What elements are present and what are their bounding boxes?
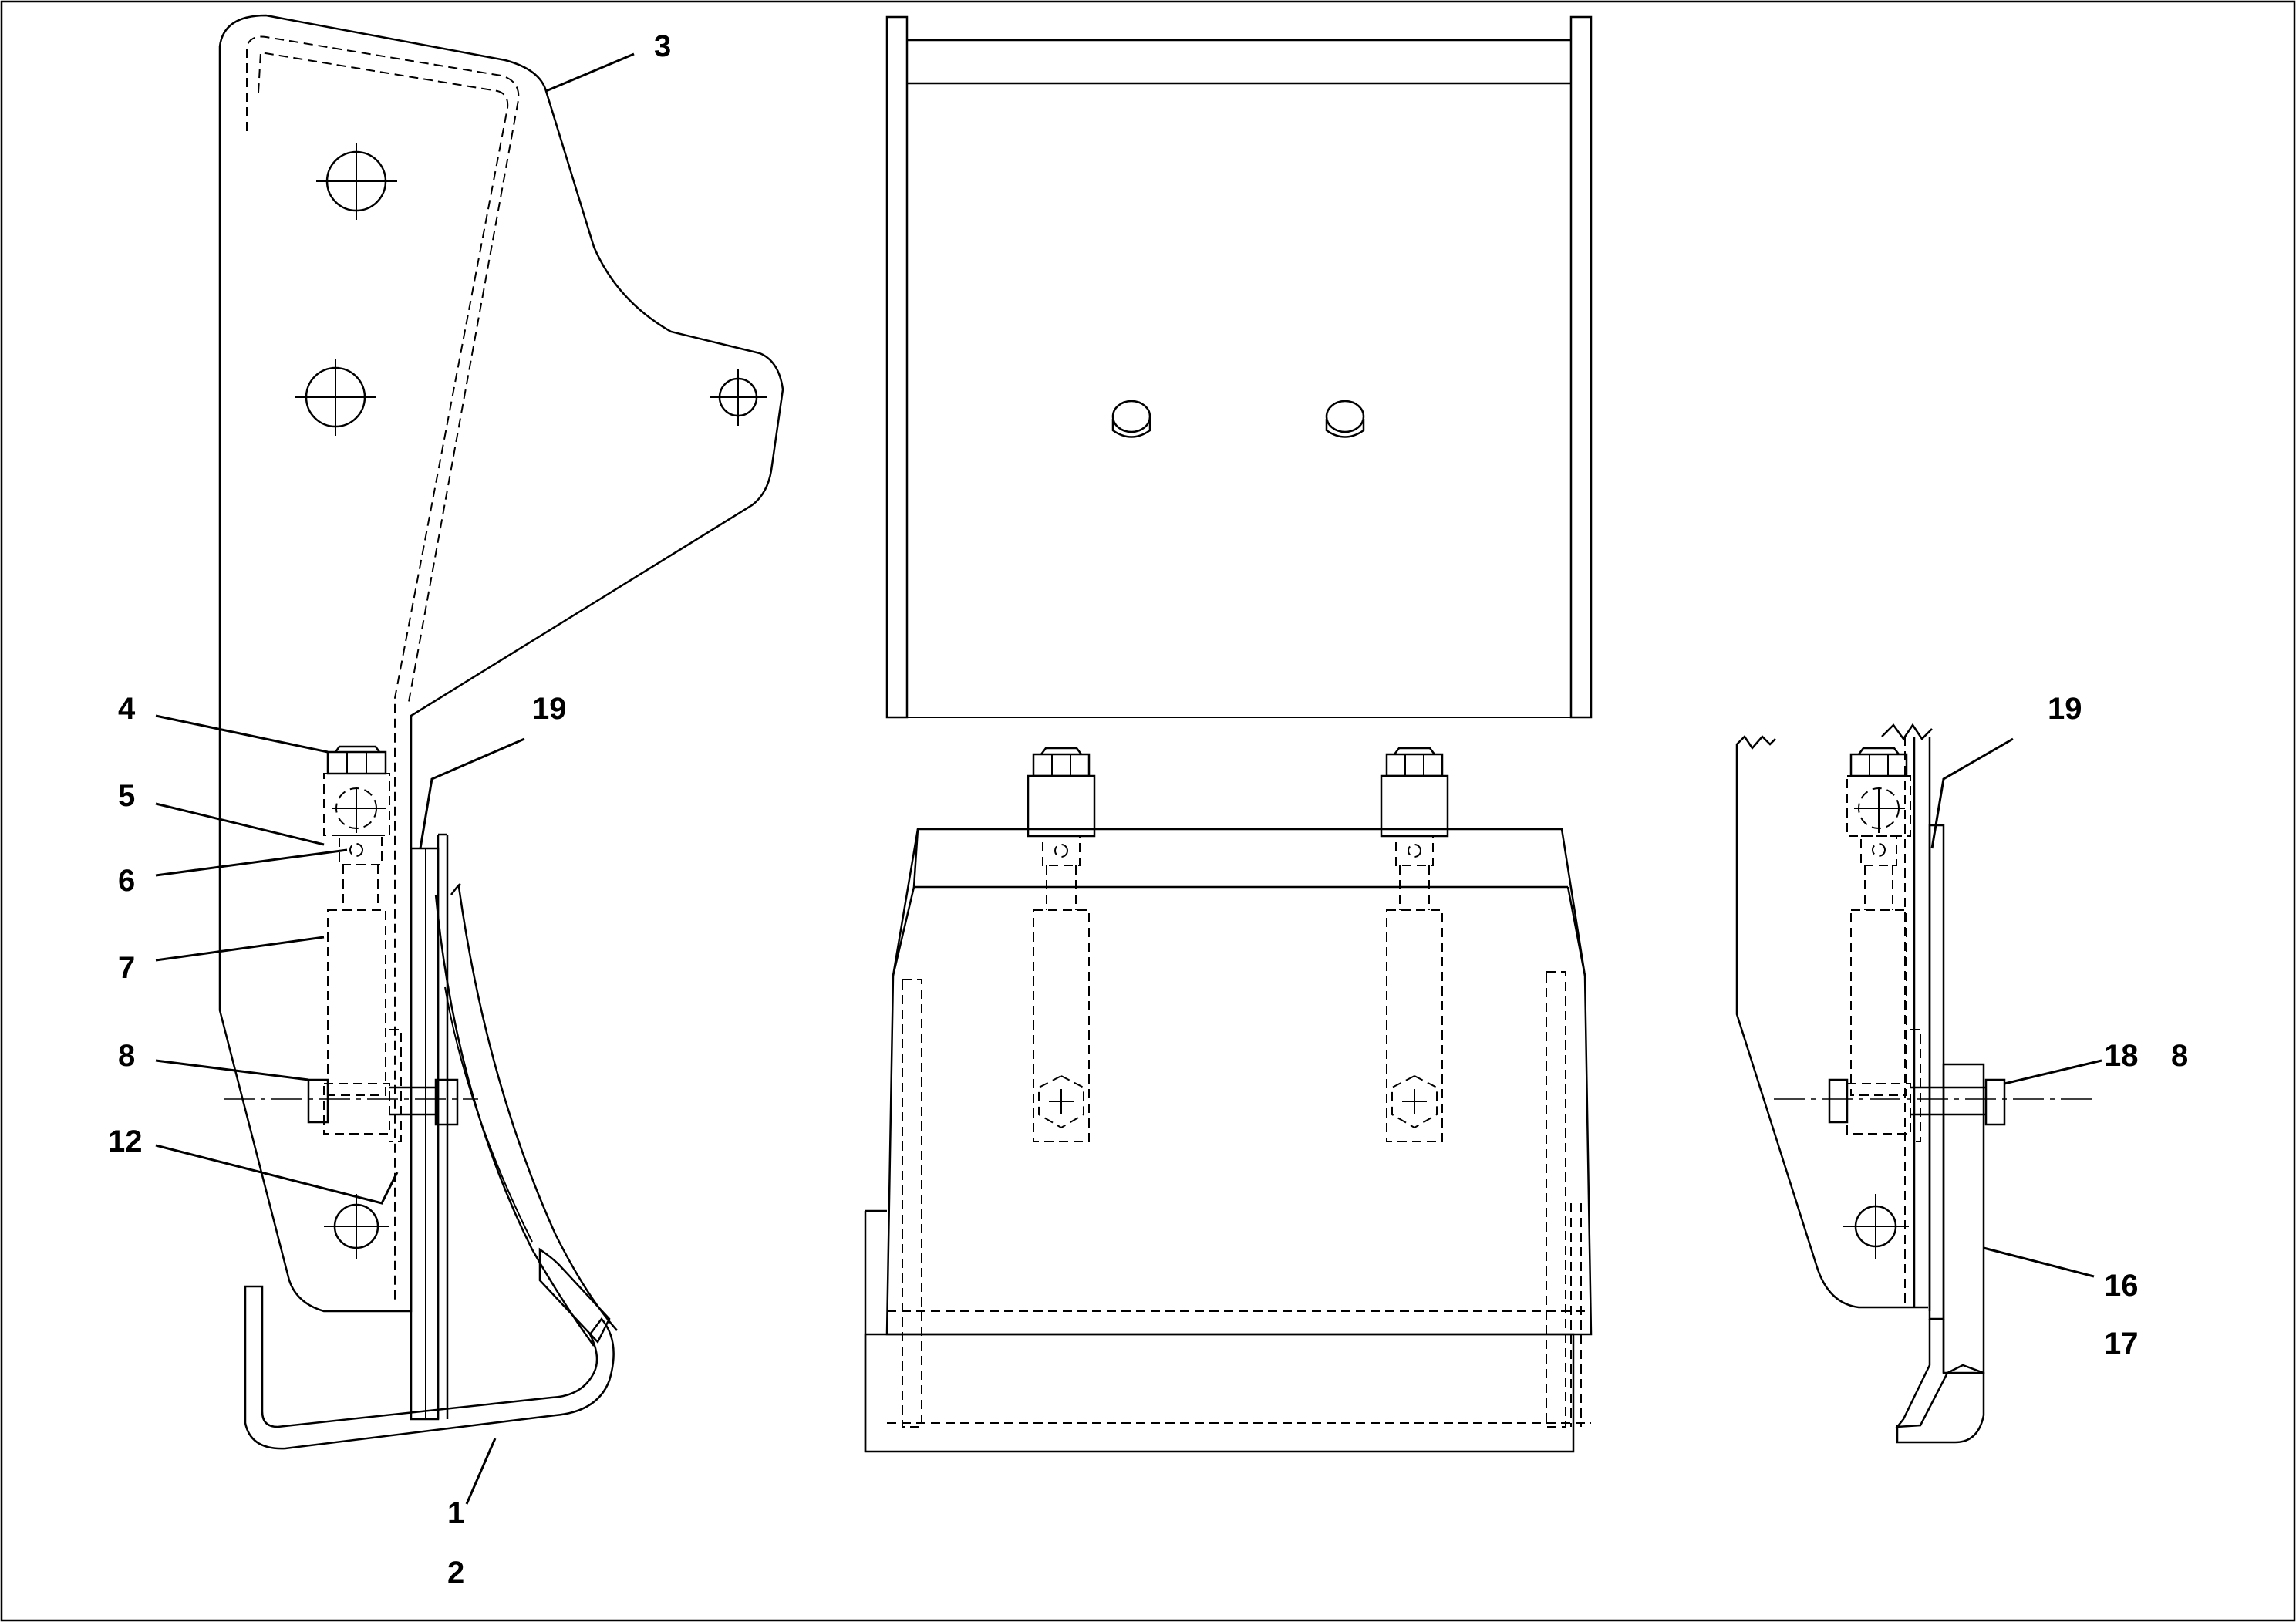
mount-hole-middle	[295, 359, 376, 436]
callout-1: 1	[447, 1496, 464, 1530]
callout-3: 3	[654, 29, 671, 63]
stud-right	[1325, 400, 1365, 438]
callout-18: 18	[2104, 1039, 2139, 1073]
callout-7: 7	[118, 951, 135, 985]
adjuster-assembly-center-left	[1027, 747, 1096, 1142]
frame-right-post	[1569, 15, 1593, 719]
adjuster-assembly-right	[1828, 747, 1911, 1135]
callout-17: 17	[2104, 1327, 2139, 1361]
side-view-left	[218, 14, 784, 1450]
front-view-center	[864, 15, 1593, 1453]
callout-6: 6	[118, 864, 135, 898]
callout-2: 2	[447, 1556, 464, 1590]
callout-12: 12	[108, 1125, 143, 1158]
callout-5: 5	[118, 779, 135, 813]
callout-16: 16	[2104, 1269, 2139, 1303]
callout-19-left: 19	[532, 692, 567, 726]
break-mark-left	[1736, 735, 1776, 750]
callout-4: 4	[118, 692, 136, 726]
blade-body	[885, 828, 1593, 1336]
bottom-hook-left	[244, 1285, 615, 1450]
frame-left-post	[885, 15, 909, 719]
callout-8-left: 8	[118, 1039, 135, 1073]
detail-view-right	[1735, 723, 2098, 1444]
adjuster-assembly-center-right	[1380, 747, 1449, 1142]
plate-12-hidden	[389, 1029, 402, 1142]
detail-bottom-lip	[1895, 1319, 1985, 1444]
callout-8-right: 8	[2171, 1039, 2188, 1073]
detail-blade-plate	[1928, 824, 1945, 1320]
base-plate	[864, 1333, 1575, 1453]
bracket-outline	[218, 14, 784, 1313]
bracket-hidden-channel-inner	[258, 51, 509, 1303]
front-plate-left	[410, 847, 440, 1421]
mount-hole-right	[710, 369, 767, 426]
leader-lines	[155, 52, 2102, 1505]
callout-19-right: 19	[2048, 692, 2082, 726]
break-mark-right	[1881, 723, 1933, 741]
scraper-blade-left	[450, 883, 618, 1331]
detail-hole-lower	[1843, 1194, 1909, 1259]
stud-left	[1111, 400, 1151, 438]
adjuster-assembly-left	[307, 745, 390, 1135]
bracket-hidden-channel	[246, 35, 520, 703]
pivot-nut-right	[1984, 1078, 2006, 1126]
detail-bracket-outline	[1735, 744, 1928, 1309]
callout-labels: 3 4 5 6 7 8 12 19 1 2 19 18 8 16 17	[108, 29, 2188, 1590]
mount-hole-lower	[324, 1194, 389, 1259]
mount-hole-upper	[316, 143, 397, 220]
